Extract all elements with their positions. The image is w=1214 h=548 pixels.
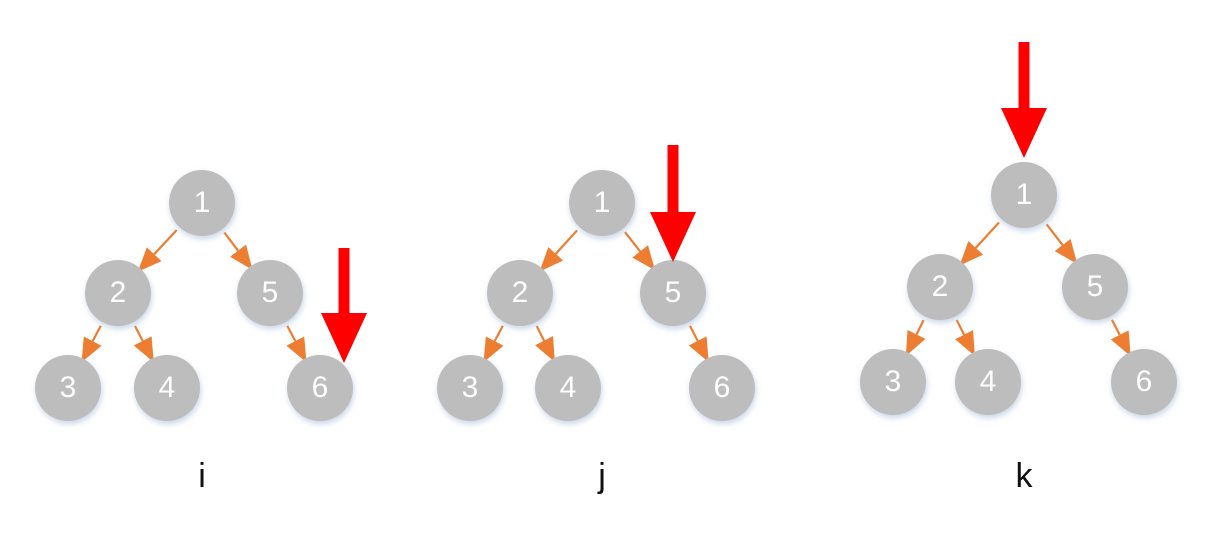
edge-1-5-line bbox=[223, 231, 239, 252]
tree-node-5: 5 bbox=[1062, 254, 1128, 320]
tree-node-2: 2 bbox=[907, 254, 973, 320]
edge-2-3-line bbox=[91, 325, 102, 342]
node-label: 6 bbox=[714, 371, 731, 404]
node-label: 4 bbox=[980, 365, 997, 398]
node-circle bbox=[569, 170, 635, 236]
edge-2-4-line bbox=[133, 325, 144, 342]
tree-node-3: 3 bbox=[35, 355, 101, 421]
node-label: 1 bbox=[594, 186, 611, 219]
edge-2-4-arrowhead bbox=[955, 330, 975, 357]
node-circle bbox=[237, 260, 303, 326]
tree-node-4: 4 bbox=[134, 355, 200, 421]
node-circle bbox=[689, 355, 755, 421]
edge-2-4-line bbox=[955, 319, 966, 336]
tree-node-1: 1 bbox=[569, 170, 635, 236]
tree-node-1: 1 bbox=[169, 170, 235, 236]
node-circle bbox=[860, 349, 926, 415]
diagram-i: 1 2 5 3 4 6 i bbox=[35, 170, 367, 495]
node-label: 1 bbox=[1016, 178, 1033, 211]
node-label: 5 bbox=[262, 276, 279, 309]
node-circle bbox=[535, 355, 601, 421]
tree-node-6: 6 bbox=[689, 355, 755, 421]
tree-node-3: 3 bbox=[860, 349, 926, 415]
node-circle bbox=[134, 355, 200, 421]
edge-1-5-arrowhead bbox=[1054, 238, 1078, 265]
node-label: 4 bbox=[159, 371, 176, 404]
node-circle bbox=[287, 355, 353, 421]
edge-2-4-line bbox=[535, 325, 546, 342]
edge-2-3-line bbox=[493, 325, 504, 342]
pointer-arrow-to-node-1 bbox=[1001, 42, 1047, 158]
node-label: 1 bbox=[194, 186, 211, 219]
tree-node-5: 5 bbox=[237, 260, 303, 326]
edge-2-4-arrowhead bbox=[535, 336, 555, 363]
diagram-caption: j bbox=[597, 457, 606, 495]
tree-node-2: 2 bbox=[85, 260, 151, 326]
edge-5-6-arrowhead bbox=[286, 336, 307, 363]
edge-2-4-arrowhead bbox=[133, 336, 154, 363]
node-label: 5 bbox=[1087, 270, 1104, 303]
node-label: 2 bbox=[512, 276, 529, 309]
tree-node-5: 5 bbox=[640, 260, 706, 326]
edge-1-2-arrowhead bbox=[137, 247, 162, 272]
edge-2-3-arrowhead bbox=[483, 336, 504, 363]
tree-node-2: 2 bbox=[487, 260, 553, 326]
node-label: 3 bbox=[60, 371, 77, 404]
edge-5-6-line bbox=[688, 325, 699, 342]
node-label: 2 bbox=[110, 276, 127, 309]
diagram-k: 1 2 5 3 4 6 k bbox=[860, 42, 1177, 495]
node-circle bbox=[85, 260, 151, 326]
node-circle bbox=[1111, 349, 1177, 415]
node-label: 6 bbox=[312, 371, 329, 404]
edge-2-3-arrowhead bbox=[81, 336, 102, 363]
node-label: 5 bbox=[665, 276, 682, 309]
edge-1-5-arrowhead bbox=[230, 244, 253, 270]
edge-1-2-arrowhead bbox=[959, 241, 984, 266]
edge-5-6-line bbox=[1110, 319, 1121, 336]
edge-1-2-line bbox=[153, 229, 178, 256]
edge-1-5-line bbox=[624, 231, 642, 253]
node-circle bbox=[169, 170, 235, 236]
edge-1-2-line bbox=[554, 229, 578, 255]
pointer-arrow-to-node-5 bbox=[650, 145, 696, 262]
node-circle bbox=[35, 355, 101, 421]
node-circle bbox=[907, 254, 973, 320]
edge-1-5-arrowhead bbox=[632, 245, 656, 271]
node-circle bbox=[487, 260, 553, 326]
edge-5-6-arrowhead bbox=[1110, 330, 1131, 357]
tree-node-4: 4 bbox=[535, 355, 601, 421]
tree-node-6: 6 bbox=[287, 355, 353, 421]
diagram-caption: i bbox=[198, 457, 206, 495]
node-circle bbox=[955, 349, 1021, 415]
node-circle bbox=[991, 162, 1057, 228]
edge-1-5-line bbox=[1045, 223, 1064, 246]
edge-5-6-line bbox=[286, 325, 297, 342]
node-label: 4 bbox=[560, 371, 577, 404]
node-label: 3 bbox=[885, 365, 902, 398]
node-label: 6 bbox=[1136, 365, 1153, 398]
tree-node-6: 6 bbox=[1111, 349, 1177, 415]
edge-2-3-line bbox=[915, 319, 925, 335]
node-label: 2 bbox=[932, 270, 949, 303]
pointer-arrow-to-node-6 bbox=[321, 248, 367, 363]
edge-1-2-arrowhead bbox=[539, 247, 564, 272]
tree-node-1: 1 bbox=[991, 162, 1057, 228]
diagram-j: 1 2 5 3 4 6 j bbox=[437, 145, 755, 495]
edge-2-3-arrowhead bbox=[905, 330, 926, 357]
node-circle bbox=[1062, 254, 1128, 320]
tree-node-4: 4 bbox=[955, 349, 1021, 415]
edge-1-2-line bbox=[974, 221, 1000, 249]
node-circle bbox=[640, 260, 706, 326]
node-label: 3 bbox=[462, 371, 479, 404]
diagram-caption: k bbox=[1016, 457, 1034, 495]
node-circle bbox=[437, 355, 503, 421]
edge-5-6-arrowhead bbox=[688, 336, 709, 363]
tree-node-3: 3 bbox=[437, 355, 503, 421]
